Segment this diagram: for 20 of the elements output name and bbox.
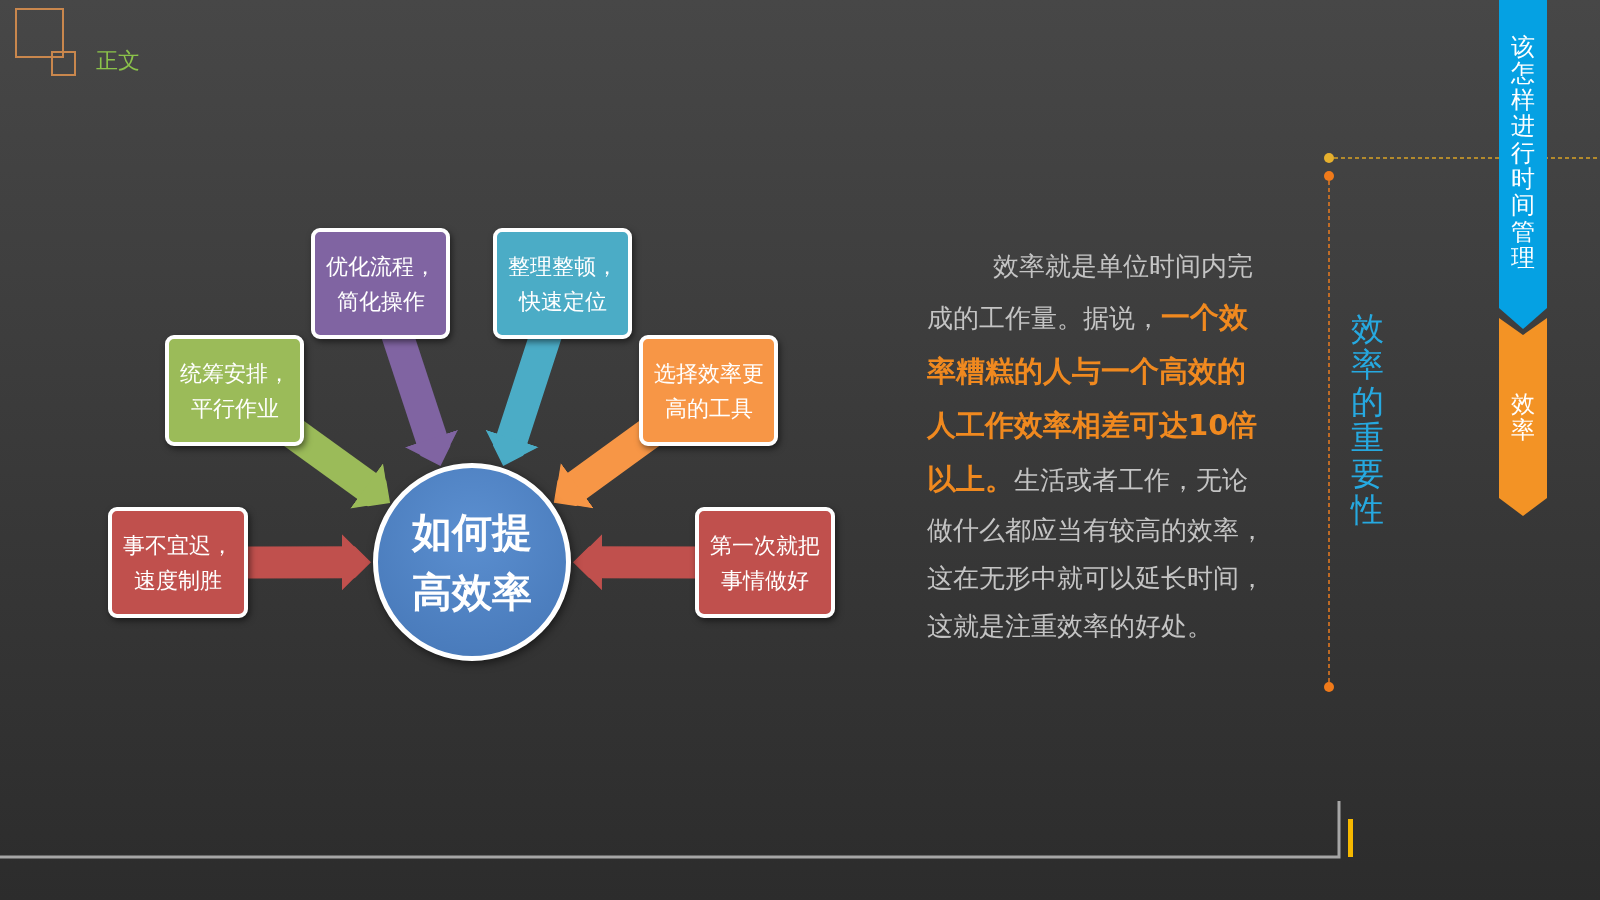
rounded-box [165,335,304,446]
box-label: 整理整顿，快速定位 [506,252,619,316]
vertical-title: 效率的重要性 [1351,311,1384,529]
box-label: 统筹安排，平行作业 [178,359,291,423]
box-label: 第一次就把事情做好 [709,531,821,595]
rounded-box [695,507,835,618]
circle-label: 如何提高效率 [410,508,533,617]
banner-label: 效率 [1511,390,1535,444]
body-paragraph: 效率就是单位时间内完成的工作量。据说，一个效率糟糕的人与一个高效的人工作效率相差可达10倍以上。生活或者工作，无论做什么都应当有较高的效率，这在无形中就可以延长时间，这就是注重效率的好处。 [927,250,1266,643]
section-label: 正文 [96,48,140,75]
banner-label: 该怎样进行时间管理 [1511,34,1535,272]
rounded-box [493,228,632,339]
box-label: 优化流程，简化操作 [324,252,437,316]
rounded-box [311,228,450,339]
chevron-banner [1499,318,1547,516]
rounded-box [108,507,248,618]
chevron-banner [1499,0,1547,330]
rounded-box [639,335,778,446]
box-label: 事不宜迟，速度制胜 [122,531,234,595]
box-label: 选择效率更高的工具 [652,359,765,423]
